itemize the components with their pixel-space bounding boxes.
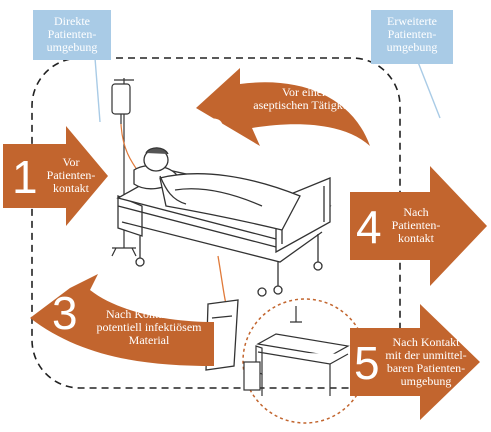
moment-3-line-3: Material — [128, 333, 170, 347]
extended-zone-label: Erweiterte Patienten- umgebung — [371, 10, 453, 64]
moment-4-arrow — [350, 166, 487, 286]
moment-5-label: Nach Kontakt mit der unmittel- baren Pat… — [380, 336, 472, 388]
moment-5-line-3: baren Patienten- — [386, 361, 466, 375]
moment-1-label: Vor Patienten- kontakt — [38, 156, 104, 195]
moment-1-number: 1 — [12, 151, 38, 203]
moment-5-arrow — [350, 304, 480, 420]
direct-zone-label: Direkte Patienten- umgebung — [33, 10, 111, 60]
direct-zone-pointer — [94, 57, 101, 123]
direct-zone-line-1: Direkte — [54, 14, 90, 28]
moment-4-label: Nach Patienten- kontakt — [384, 206, 448, 245]
direct-zone-line-3: umgebung — [46, 40, 98, 54]
extended-zone-line-3: umgebung — [386, 40, 438, 54]
moment-4-line-2: Patienten- — [391, 218, 441, 232]
extended-zone-pointer — [417, 61, 441, 119]
moment-2-line-2: aseptischen Tätigkeit — [253, 98, 355, 112]
moment-2-number: 2 — [200, 109, 226, 161]
moment-4-line-3: kontakt — [398, 231, 434, 245]
moment-2-arrow — [196, 68, 370, 146]
moment-1-line-2: Patienten- — [46, 168, 96, 182]
moment-2-line-1: Vor einer — [281, 85, 327, 99]
moment-3-label: Nach Kontakt mit potentiell infektiösem … — [82, 308, 216, 347]
moment-5-line-4: umgebung — [400, 374, 452, 388]
moment-1-line-3: kontakt — [53, 181, 89, 195]
patient-zone-border — [31, 57, 401, 389]
patient-icon — [133, 147, 301, 231]
extended-zone-line-2: Patienten- — [387, 27, 437, 41]
moment-4-line-1: Nach — [403, 205, 429, 219]
moment-3-line-2: potentiell infektiösem — [96, 320, 202, 334]
moment-3-arrow — [30, 274, 214, 366]
moment-3-line-1: Nach Kontakt mit — [106, 307, 192, 321]
extended-zone-line-1: Erweiterte — [387, 14, 437, 28]
empty-bed-icon — [243, 306, 350, 396]
moment-5-line-2: mit der unmittel- — [385, 348, 467, 362]
direct-zone-line-2: Patienten- — [47, 27, 97, 41]
moment-5-number: 5 — [354, 337, 380, 389]
moment-4-number: 4 — [356, 201, 382, 253]
moment-1-arrow — [3, 126, 108, 226]
moment-2-label: Vor einer aseptischen Tätigkeit — [240, 86, 368, 112]
moment-1-line-1: Vor — [62, 155, 80, 169]
moment-3-number: 3 — [52, 287, 78, 339]
moment-5-line-1: Nach Kontakt — [392, 335, 460, 349]
